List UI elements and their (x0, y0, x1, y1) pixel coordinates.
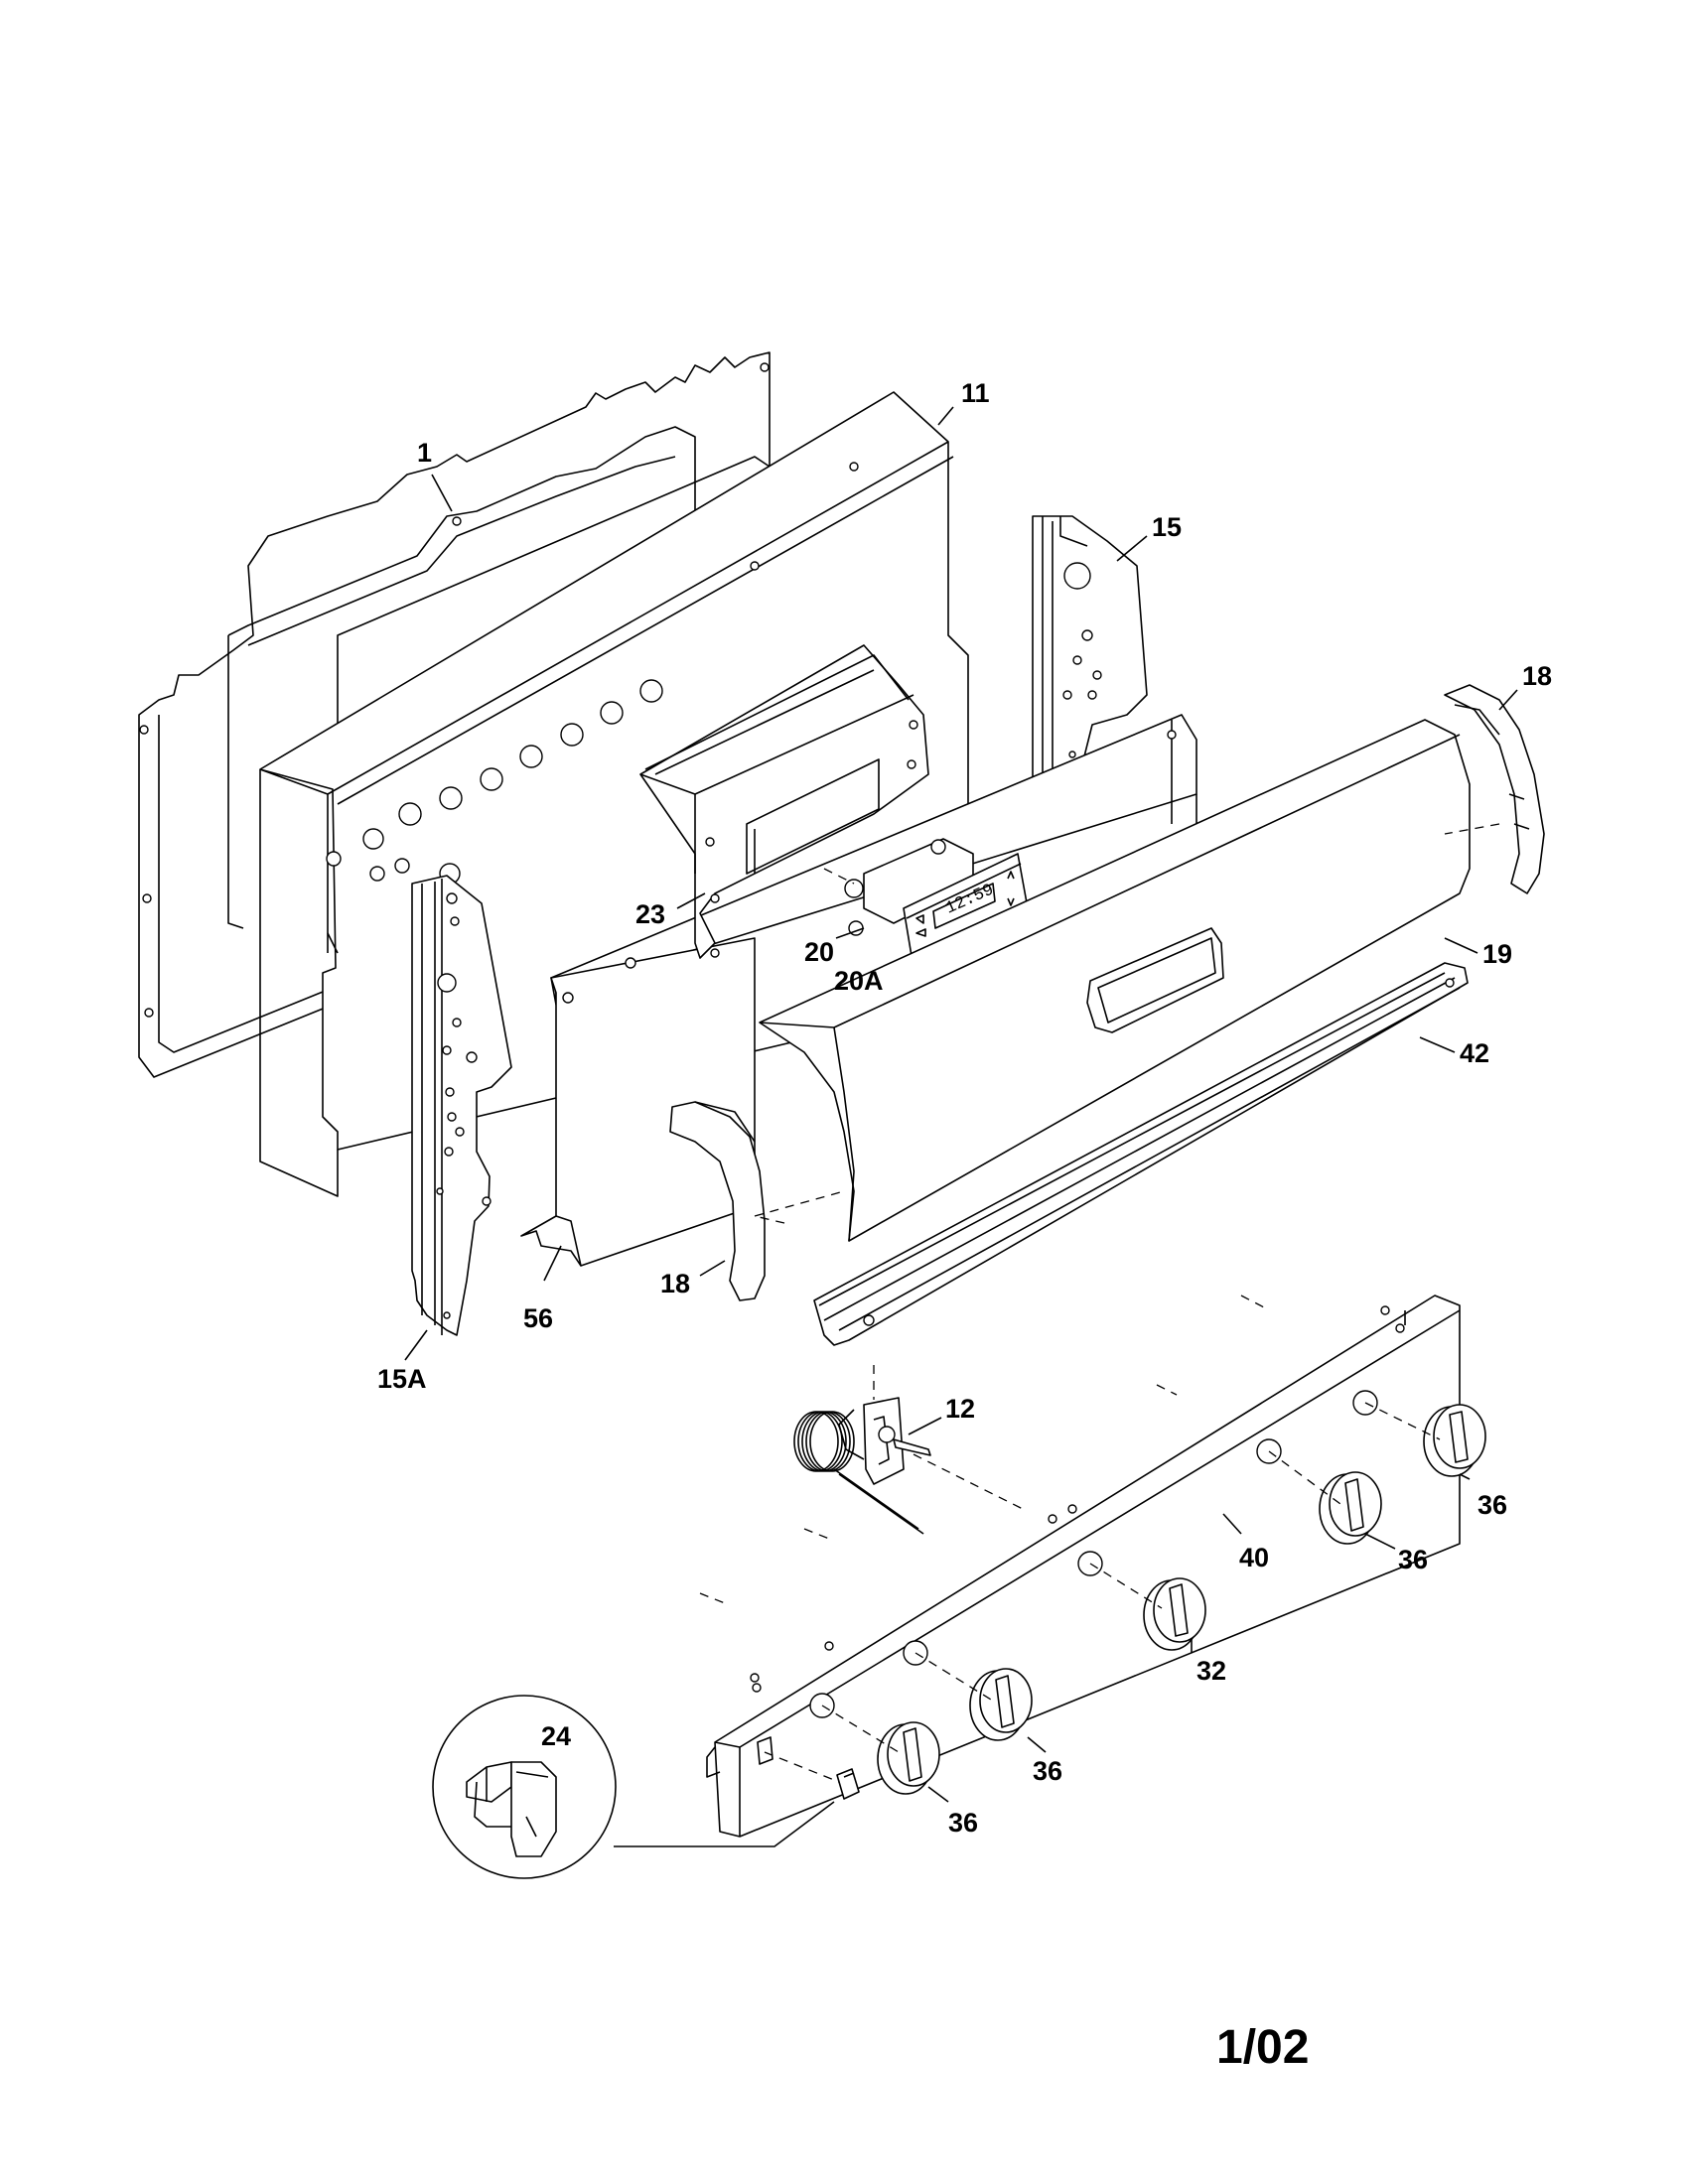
callout-18-right: 18 (1522, 661, 1552, 691)
part-23-clock-bracket (640, 645, 973, 958)
callout-23: 23 (635, 899, 665, 929)
part-18-left-endcap (670, 1102, 765, 1300)
callout-12: 12 (945, 1394, 975, 1424)
callout-1: 1 (417, 438, 432, 468)
callout-24: 24 (541, 1721, 571, 1751)
callout-18-left: 18 (660, 1269, 690, 1298)
callout-32: 36 (1398, 1545, 1428, 1574)
part-56-lower-panel (521, 715, 1196, 1266)
part-24-switch-detail (433, 1696, 616, 1878)
callout-36-far-right: 36 (1477, 1490, 1507, 1520)
callout-20: 20 (804, 937, 834, 967)
part-15a-left-bracket (412, 876, 511, 1335)
callout-20a: 20A (834, 966, 884, 996)
callout-15: 15 (1152, 512, 1182, 542)
callout-40: 40 (1239, 1543, 1269, 1572)
knob-32-center (1144, 1578, 1205, 1650)
part-40-knob-panel (707, 1296, 1460, 1837)
callout-15a: 15A (377, 1364, 427, 1394)
part-20-clock-overlay: 12:59 (849, 854, 1028, 968)
part-12-thermostat (794, 1398, 930, 1534)
callout-leaders (405, 407, 1517, 1846)
callout-56: 56 (523, 1303, 553, 1333)
assembly-dash-lines (700, 824, 1499, 1782)
switch-24-small (837, 1769, 859, 1799)
callout-42: 42 (1460, 1038, 1489, 1068)
callout-19: 19 (1482, 939, 1512, 969)
knob-36-right (1320, 1472, 1381, 1544)
callout-36-far-left: 36 (948, 1808, 978, 1838)
part-18-right-endcap (1445, 685, 1544, 893)
part-15-right-bracket (1033, 516, 1147, 794)
knob-36-far-left (878, 1722, 939, 1794)
callout-36-right: 32 (1196, 1656, 1226, 1686)
page-number: 1/02 (1216, 2021, 1309, 2074)
knob-36-left (970, 1669, 1032, 1740)
callout-36-left: 36 (1033, 1756, 1062, 1786)
part-19-front-panel (760, 720, 1470, 1241)
part-42-trim (814, 963, 1468, 1345)
knob-36-far-right (1424, 1405, 1485, 1476)
callout-labels: 1 11 15 18 23 20 20A 19 42 56 18 15A 12 … (377, 378, 1552, 1838)
callout-11: 11 (961, 378, 990, 408)
